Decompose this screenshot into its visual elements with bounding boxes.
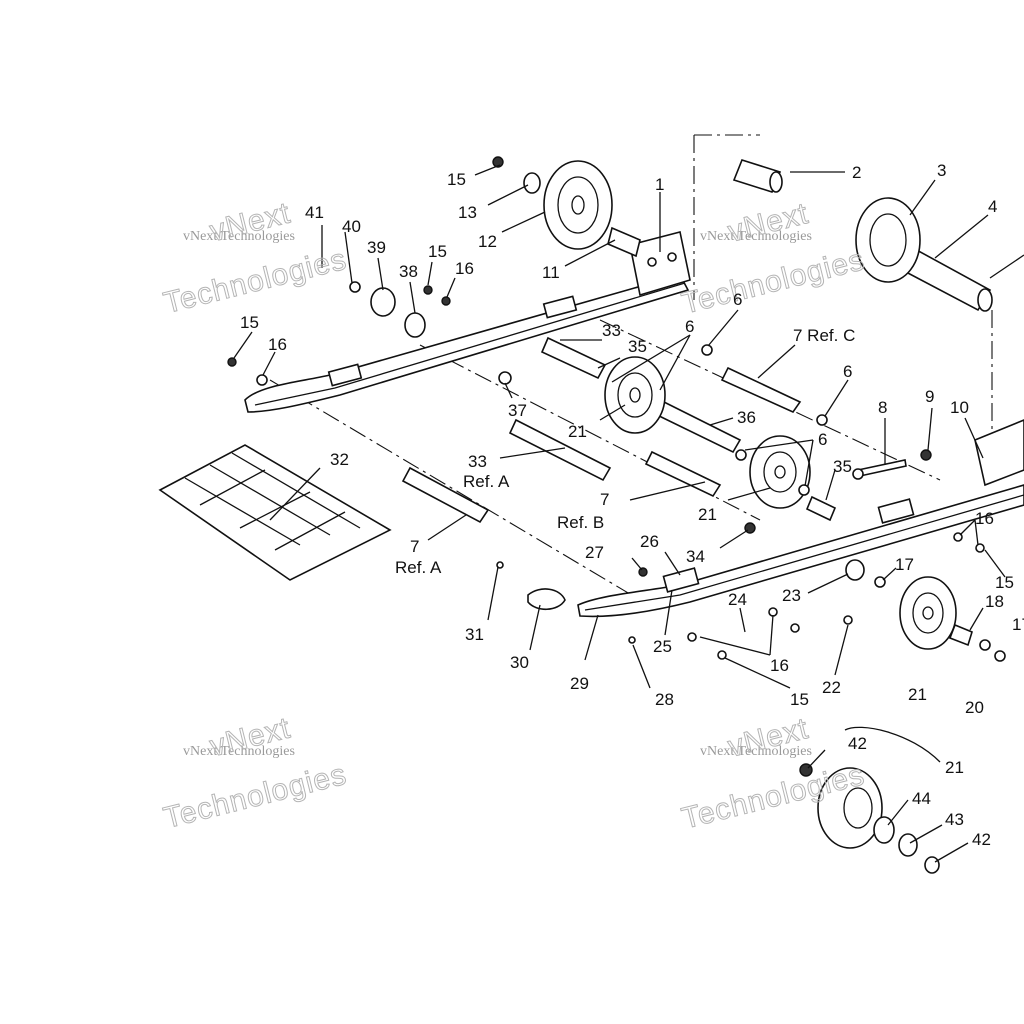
callout-7: 7: [410, 537, 419, 556]
callout-32: 32: [330, 450, 349, 469]
callout-37: 37: [508, 401, 527, 420]
rear-bracket: [629, 231, 691, 297]
callout-16: 16: [975, 509, 994, 528]
hardware: [227, 156, 1006, 662]
callout-21: 21: [945, 758, 964, 777]
callout-21: 21: [568, 422, 587, 441]
callout-12: 12: [478, 232, 497, 251]
callout-6: 6: [843, 362, 852, 381]
callout-15: 15: [240, 313, 259, 332]
callout-18: 18: [985, 592, 1004, 611]
svg-text:vNext Technologies: vNext Technologies: [183, 744, 295, 759]
front-bracket: [974, 419, 1024, 487]
callout-15: 15: [447, 170, 466, 189]
callout-33: 33: [602, 321, 621, 340]
callout-42: 42: [972, 830, 991, 849]
callout-40: 40: [342, 217, 361, 236]
callout-35: 35: [628, 337, 647, 356]
svg-text:vNext Technologies: vNext Technologies: [183, 229, 295, 244]
callout-10: 10: [950, 398, 969, 417]
callout-15: 15: [790, 690, 809, 709]
callout-ref-a: Ref. A: [395, 558, 442, 577]
watermark-top-right: vNext Technologies vNext Technologies: [678, 196, 869, 321]
callout-1: 1: [655, 175, 664, 194]
callout-27: 27: [585, 543, 604, 562]
callout-9: 9: [925, 387, 934, 406]
svg-text:Technologies: Technologies: [160, 758, 350, 835]
callout-41: 41: [305, 203, 324, 222]
bracket-hole: [667, 252, 677, 262]
callout-7: 7: [600, 490, 609, 509]
callout-33: 33: [468, 452, 487, 471]
callout-26: 26: [640, 532, 659, 551]
callout-ref-a: Ref. A: [463, 472, 510, 491]
slide-mat: [158, 444, 392, 581]
watermark-bottom-left: vNext Technologies vNext Technologies: [160, 711, 351, 836]
callout-6: 6: [685, 317, 694, 336]
callout-44: 44: [912, 789, 931, 808]
callout-17: 17: [895, 555, 914, 574]
callout-30: 30: [510, 653, 529, 672]
callout-16: 16: [268, 335, 287, 354]
callout-ref-b: Ref. B: [557, 513, 604, 532]
callout-42: 42: [848, 734, 867, 753]
callout-6: 6: [733, 290, 742, 309]
callout-15: 15: [995, 573, 1014, 592]
callout-22: 22: [822, 678, 841, 697]
left-slide-rail: [244, 274, 690, 413]
callout-4: 4: [988, 197, 997, 216]
callout-2: 2: [852, 163, 861, 182]
callout-23: 23: [782, 586, 801, 605]
callout-20: 20: [965, 698, 984, 717]
callout-35: 35: [833, 457, 852, 476]
callout-8: 8: [878, 398, 887, 417]
callout-28: 28: [655, 690, 674, 709]
callout-16: 16: [770, 656, 789, 675]
callout-21: 21: [908, 685, 927, 704]
callout-15: 15: [428, 242, 447, 261]
callout-43: 43: [945, 810, 964, 829]
callout-38: 38: [399, 262, 418, 281]
callout-21: 21: [698, 505, 717, 524]
callout-3: 3: [937, 161, 946, 180]
leader-lines: [233, 164, 1024, 863]
callout-6: 6: [818, 430, 827, 449]
callout-34: 34: [686, 547, 705, 566]
callout-24: 24: [728, 590, 747, 609]
svg-text:vNext Technologies: vNext Technologies: [700, 229, 812, 244]
callout-7-ref-c: 7 Ref. C: [793, 326, 855, 345]
callout-17: 17: [1012, 615, 1024, 634]
callout-13: 13: [458, 203, 477, 222]
svg-text:Technologies: Technologies: [160, 243, 350, 320]
callout-16: 16: [455, 259, 474, 278]
callout-36: 36: [737, 408, 756, 427]
callout-labels: 1 2 3 4 15 13 12 11 41 40 39 38 15 16 15…: [240, 161, 1024, 849]
callout-25: 25: [653, 637, 672, 656]
bracket-hole: [647, 257, 657, 267]
callout-31: 31: [465, 625, 484, 644]
callout-39: 39: [367, 238, 386, 257]
callout-29: 29: [570, 674, 589, 693]
svg-text:vNext Technologies: vNext Technologies: [700, 744, 812, 759]
svg-text:Technologies: Technologies: [679, 243, 869, 320]
callout-11: 11: [542, 263, 560, 282]
